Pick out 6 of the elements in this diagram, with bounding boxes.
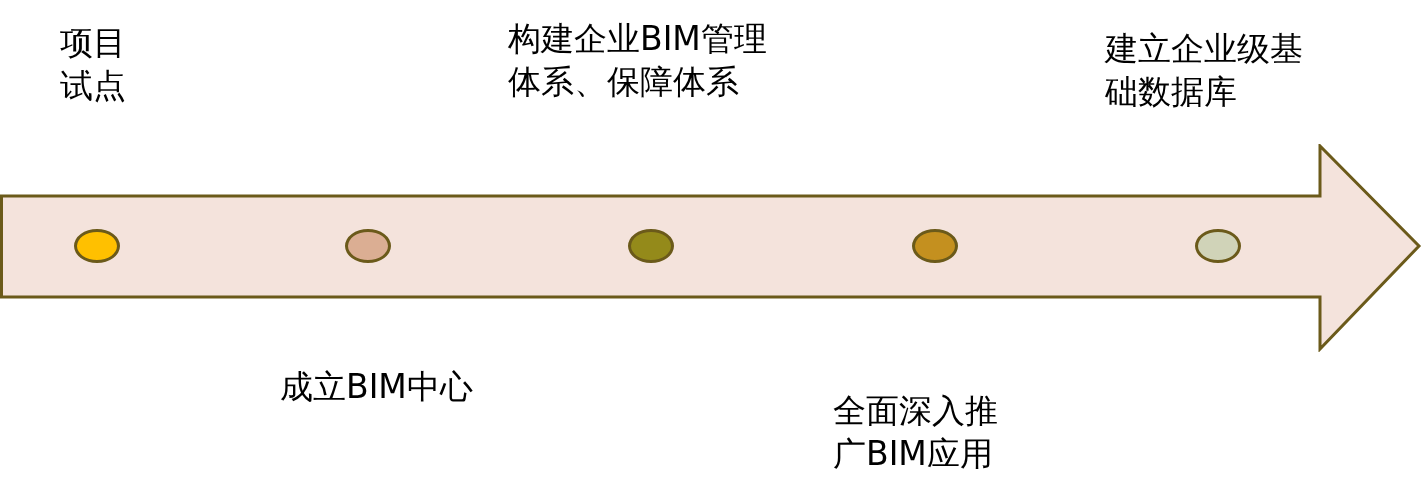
milestone-label: 构建企业BIM管理体系、保障体系 — [508, 18, 768, 103]
milestone-label: 成立BIM中心 — [280, 366, 474, 408]
milestone-label: 项目试点 — [60, 22, 127, 107]
milestone-label: 建立企业级基础数据库 — [1105, 28, 1304, 113]
timeline-arrow — [0, 144, 1422, 352]
milestone-label: 全面深入推广BIM应用 — [833, 390, 999, 475]
